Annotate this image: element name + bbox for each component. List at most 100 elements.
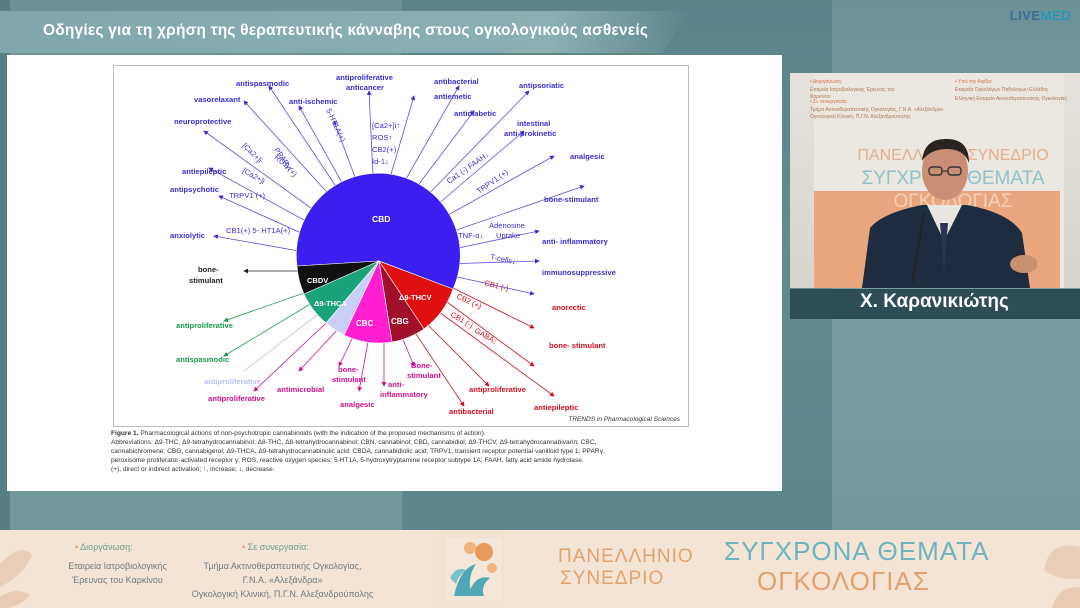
footer-conf3: ΣΥΓΧΡΟΝΑ ΘΕΜΑΤΑ xyxy=(724,536,990,566)
label-bone-stimulant-right: bone-stimulant xyxy=(544,195,599,204)
label-tnf: TNF-α↓ xyxy=(458,231,483,240)
pie-label-cbd: CBD xyxy=(372,214,390,224)
footer-org: Εταιρεία Ιατροβιολογικής Έρευνας του Καρ… xyxy=(40,559,195,587)
thca-effect-labels: antiproliferative antispasmodic xyxy=(176,321,233,364)
footer-leaf-decoration-right xyxy=(1044,545,1080,608)
label-anorectic: anorectic xyxy=(552,303,586,312)
presentation-slide: CBD CBDV Δ9-THCA CBC CBG Δ9-THCV antispa… xyxy=(7,55,782,491)
label-bone-stimulant-r2: bone- stimulant xyxy=(549,341,606,350)
label-antidiabetic: antidiabetic xyxy=(454,109,496,118)
logo-med: MED xyxy=(1040,8,1071,23)
pie-label-cbc: CBC xyxy=(356,319,374,328)
label-antispasmodic-green: antispasmodic xyxy=(176,355,229,364)
label-antiepileptic: antiepileptic xyxy=(182,167,226,176)
label-antimicrobial: antimicrobial xyxy=(277,385,324,394)
video-aegis-line2: Ελληνική Εταιρεία Ακτινοθεραπευτικής Ογκ… xyxy=(955,96,1067,102)
logo-live: LIVE xyxy=(1009,8,1041,23)
caption-label: Figure 1. xyxy=(111,430,139,437)
footer-collab-label-text: Σε συνεργασία: xyxy=(247,542,309,552)
label-anticancer: anticancer xyxy=(346,83,384,92)
label-anti-ischemic: anti-ischemic xyxy=(289,97,338,106)
pie-label-thcv: Δ9-THCV xyxy=(399,293,431,302)
label-analgesic-bottom: analgesic xyxy=(340,400,375,409)
footer-collab-line2: Γ.Ν.Α. «Αλεξάνδρα» xyxy=(242,575,323,585)
cannabinoid-diagram: CBD CBDV Δ9-THCA CBC CBG Δ9-THCV antispa… xyxy=(170,73,616,416)
label-adenosine: Adenosine xyxy=(489,221,525,230)
pie-slice-cbdv xyxy=(296,260,380,295)
label-antiemetic: antiemetic xyxy=(434,92,472,101)
label-bone-b2: bone- xyxy=(338,365,359,374)
caption-line-5: (+), direct or indirect activation; ↑, i… xyxy=(111,466,275,473)
label-ca-ros: [Ca2+]i xyxy=(241,141,265,165)
label-bone-left: bone- xyxy=(198,265,219,274)
speaker-nameplate xyxy=(790,289,1080,319)
footer-leaf-decoration-left xyxy=(0,550,32,608)
label-antiproliferative-bl: antiproliferative xyxy=(208,394,265,403)
label-antiproliferative-bottom: antiproliferative xyxy=(469,385,526,394)
footer-org-line1: Εταιρεία Ιατροβιολογικής xyxy=(68,561,167,571)
pie-slice-cbd xyxy=(296,172,461,290)
caption-line-4: peroxisome proliferator-activated recept… xyxy=(111,457,584,464)
video-aegis-label: • Υπό την Αιγίδα: xyxy=(955,79,993,85)
label-intestinal: intestinal xyxy=(517,119,550,128)
label-stimulant-b: stimulant xyxy=(407,371,441,380)
label-bone-b: Bone- xyxy=(411,361,433,370)
label-ros-up: ROS↑ xyxy=(372,133,392,142)
video-org-name: Εταιρεία Ιατροβιολογικής Έρευνας του Καρ… xyxy=(810,87,895,100)
label-antipsychotic: antipsychotic xyxy=(170,185,219,194)
video-aegis-line1: Εταιρεία Ογκολόγων Παθολόγων Ελλάδος xyxy=(955,87,1049,93)
label-5ht1a: 5-HT1A(+) xyxy=(324,107,347,144)
thcv-effect-labels: CB1 (-) anorectic CB2 (+) bone- stimulan… xyxy=(449,278,606,416)
footer-banner xyxy=(0,530,1080,608)
title-bar xyxy=(0,11,690,53)
slide-title: Οδηγίες για τη χρήση της θεραπευτικής κά… xyxy=(43,22,649,39)
footer-conf1: ΠΑΝΕΛΛΗΝΙΟ xyxy=(558,546,694,567)
label-antiproliferative-green: antiproliferative xyxy=(176,321,233,330)
label-stimulant-b2: stimulant xyxy=(332,375,366,384)
label-cb2-b: CB2 (+) xyxy=(455,292,483,312)
video-org-label: • Διοργάνωση: xyxy=(810,79,842,85)
video-collab-label: • Σε συνεργασία: xyxy=(810,99,848,105)
caption-line-1: Pharmacological actions of non-psychotro… xyxy=(140,430,486,437)
label-stimulant-left: stimulant xyxy=(189,276,223,285)
label-ca3: [Ca2+]i↑ xyxy=(372,121,400,130)
pie-label-cbg: CBG xyxy=(391,317,409,326)
label-antipsoriatic: antipsoriatic xyxy=(519,81,564,90)
label-antiproliferative-pale: antiproliferative xyxy=(204,377,261,386)
label-id1: Id-1↓ xyxy=(372,157,389,166)
caption-line-2: Abbreviations: Δ9-THC, Δ9-tetrahydrocann… xyxy=(111,439,597,446)
conference-logo-icon xyxy=(446,538,502,600)
footer-conf-panhellenic: ΠΑΝΕΛΛΗΝΙΟ ΣΥΝΕΔΡΙΟ xyxy=(558,546,694,590)
footer-org-line2: Έρευνας του Καρκίνου xyxy=(72,575,163,585)
label-gaba: GABA↓ xyxy=(473,326,499,346)
label-immunosuppressive: immunosuppressive xyxy=(542,268,616,277)
label-antibacterial-top: antibacterial xyxy=(434,77,479,86)
cbc-effect-labels: Bone- stimulant anti- inflammatory analg… xyxy=(208,361,441,409)
caption-line-3: cannabichromene; CBG, cannabigerol; Δ9-T… xyxy=(111,448,605,455)
label-inflammatory-b: inflammatory xyxy=(380,390,428,399)
speaker-video: • Διοργάνωση: Εταιρεία Ιατροβιολογικής Έ… xyxy=(790,73,1080,288)
label-cb2: CB2(+) xyxy=(372,145,397,154)
footer-collab: Τμήμα Ακτινοθεραπευτικής Ογκολογίας, Γ.Ν… xyxy=(165,559,400,601)
video-collab-line1: Τμήμα Ακτινοθεραπευτικής Ογκολογίας, Γ.Ν… xyxy=(810,107,944,113)
footer-org-label-text: Διοργάνωση: xyxy=(80,542,133,552)
label-analgesic-top: analgesic xyxy=(570,152,605,161)
label-anti-inflammatory-right: anti- inflammatory xyxy=(542,237,609,246)
label-anti-b: anti- xyxy=(388,380,405,389)
label-tcells: T-cells↓ xyxy=(490,252,517,266)
footer-collab-label: • Σε συνεργασία: xyxy=(242,542,309,552)
figure-credit: TRENDS in Pharmacological Sciences xyxy=(568,416,680,423)
label-antiproliferative: antiproliferative xyxy=(336,73,393,82)
speaker-name: Χ. Καρανικιώτης xyxy=(860,291,1009,312)
label-antibacterial-bottom: antibacterial xyxy=(449,407,494,416)
cannabinoid-pie: CBD CBDV Δ9-THCA CBC CBG Δ9-THCV xyxy=(296,172,461,344)
label-anxiolytic: anxiolytic xyxy=(170,231,205,240)
background-panel xyxy=(0,0,10,530)
label-cb1-5ht1a: CB1(+) 5- HT1A(+) xyxy=(226,226,291,235)
video-collab-line2: Ογκολογική Κλινική, Π.Γ.Ν. Αλεξανδρούπολ… xyxy=(810,114,911,120)
speaker-figure xyxy=(862,138,1037,288)
footer-collab-line1: Τμήμα Ακτινοθεραπευτικής Ογκολογίας, xyxy=(203,561,362,571)
figure-frame: CBD CBDV Δ9-THCA CBC CBG Δ9-THCV antispa… xyxy=(113,65,689,427)
footer-collab-line3: Ογκολογική Κλινική, Π.Γ.Ν. Αλεξανδρούπολ… xyxy=(191,589,374,599)
label-uptake: Uptake xyxy=(496,231,520,240)
